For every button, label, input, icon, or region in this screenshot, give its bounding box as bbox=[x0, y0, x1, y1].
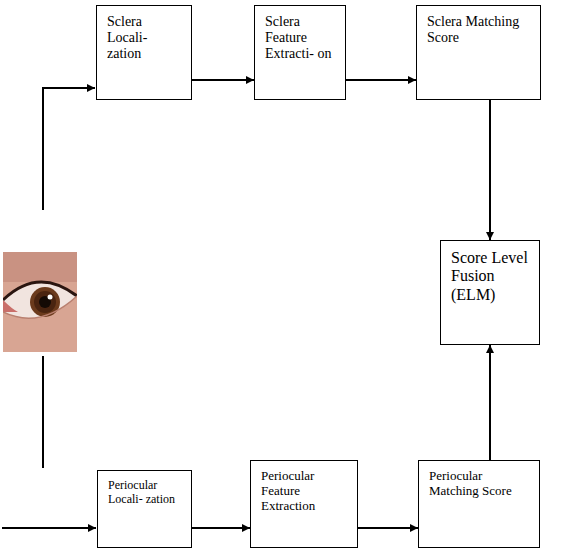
flow-arrow bbox=[489, 345, 491, 460]
process-box: Periocular Feature Extraction bbox=[250, 460, 358, 548]
flow-arrow bbox=[192, 79, 254, 81]
box-label: Sclera Matching Score bbox=[427, 14, 532, 46]
eye-photo bbox=[3, 252, 77, 352]
box-label: Periocular Matching Score bbox=[429, 469, 531, 499]
box-label: Sclera Locali- zation bbox=[107, 14, 183, 62]
fusion-box: Score Level Fusion (ELM) bbox=[440, 240, 540, 345]
input-line bbox=[43, 88, 95, 210]
box-label: Periocular Locali- zation bbox=[108, 479, 183, 507]
box-label: Sclera Feature Extracti- on bbox=[265, 14, 337, 62]
process-box: Periocular Locali- zation bbox=[97, 470, 192, 548]
process-box: Sclera Feature Extracti- on bbox=[254, 5, 346, 100]
flow-arrow bbox=[358, 527, 418, 529]
flow-arrow bbox=[192, 527, 250, 529]
box-label: Score Level Fusion (ELM) bbox=[451, 249, 531, 304]
process-box: Sclera Locali- zation bbox=[96, 5, 192, 100]
box-label: Periocular Feature Extraction bbox=[261, 469, 349, 514]
process-box: Sclera Matching Score bbox=[416, 5, 541, 100]
input-arrow bbox=[2, 527, 96, 529]
flow-arrow bbox=[489, 100, 491, 240]
process-box: Periocular Matching Score bbox=[418, 460, 540, 548]
input-line bbox=[42, 356, 44, 468]
flow-arrow bbox=[346, 79, 416, 81]
